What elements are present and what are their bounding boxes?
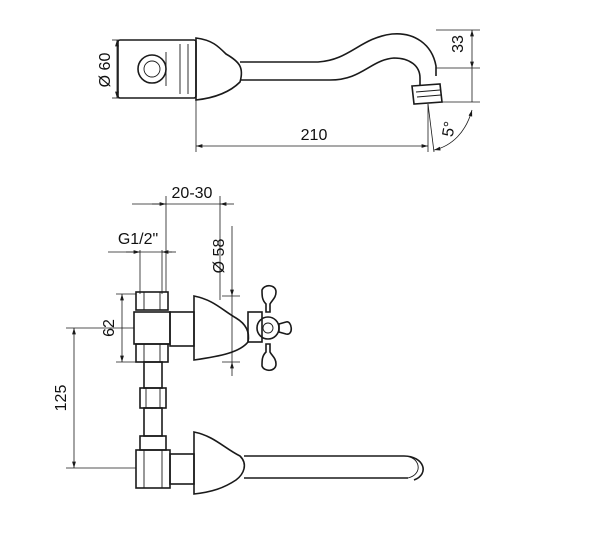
dimension-label: Ø 60 [97, 53, 114, 88]
dimension-label: 33 [450, 35, 467, 53]
upper-fitting [133, 291, 195, 363]
dimension-label: 5° [440, 120, 459, 138]
cross-handle[interactable] [256, 284, 293, 372]
dimension-label: Ø 58 [211, 239, 228, 274]
dimension-label: 210 [301, 127, 328, 144]
dimension-length-210: 210 [195, 100, 429, 152]
lower-fitting [135, 449, 195, 489]
spout [240, 33, 443, 105]
dimension-diameter-58: Ø 58 [211, 226, 240, 376]
dimension-diameter-60: Ø 60 [97, 39, 124, 99]
dimension-spacing-125: 125 [53, 327, 136, 469]
front-view: 20-30 G1/2" Ø 58 62 [53, 185, 424, 495]
dimension-angle-5: 5° [427, 103, 473, 153]
wall-connector [117, 39, 197, 99]
lower-spout [193, 431, 424, 495]
dimension-depth-20-30: 20-30 [132, 185, 234, 300]
dimension-label: G1/2" [118, 231, 158, 248]
top-view: Ø 60 33 210 5° [97, 29, 480, 153]
dimension-label: 20-30 [172, 185, 213, 202]
dimension-thread: G1/2" [108, 231, 176, 294]
dimension-label: 125 [53, 385, 70, 412]
riser-pipe [139, 361, 167, 451]
valve-body [193, 295, 263, 361]
dimension-height-33: 33 [436, 29, 480, 103]
spout-base [195, 37, 243, 101]
